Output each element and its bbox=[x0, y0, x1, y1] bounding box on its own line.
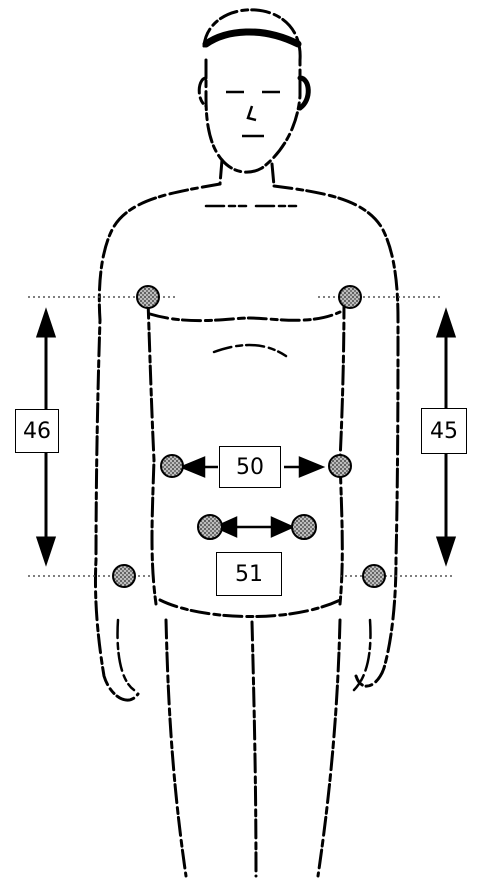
human-outline bbox=[95, 10, 398, 876]
arrow-45-head-down bbox=[438, 538, 454, 562]
chest-line bbox=[150, 312, 340, 321]
arrow-50-head-right bbox=[300, 458, 322, 476]
arrow-46-head-down bbox=[38, 538, 54, 562]
label-50: 50 bbox=[219, 446, 281, 488]
label-45: 45 bbox=[421, 408, 467, 454]
left-hand bbox=[118, 620, 134, 690]
marker-right-waist bbox=[329, 455, 351, 477]
belly-line bbox=[214, 345, 286, 356]
arrow-51-head-right bbox=[272, 518, 292, 536]
arrow-46-head-up bbox=[38, 312, 54, 336]
right-leg bbox=[318, 620, 340, 876]
marker-right-hip bbox=[292, 515, 316, 539]
face bbox=[226, 92, 280, 136]
right-inner-arm bbox=[340, 300, 344, 604]
torso-left-outline bbox=[95, 184, 220, 700]
arrow-45-head-up bbox=[438, 312, 454, 336]
hip-line bbox=[160, 600, 340, 617]
nose bbox=[248, 106, 256, 120]
marker-left-hip bbox=[198, 515, 222, 539]
marker-left-waist bbox=[161, 455, 183, 477]
arrow-50-head-left bbox=[182, 458, 204, 476]
leg-inner bbox=[252, 622, 256, 876]
marker-left-wrist bbox=[113, 565, 135, 587]
left-leg bbox=[166, 620, 186, 876]
marker-left-shoulder bbox=[137, 286, 159, 308]
label-46: 46 bbox=[15, 409, 59, 453]
torso-right-outline bbox=[274, 186, 398, 686]
marker-right-wrist bbox=[363, 565, 385, 587]
left-inner-arm bbox=[148, 300, 156, 604]
reference-lines bbox=[28, 297, 452, 576]
marker-right-shoulder bbox=[339, 286, 361, 308]
label-51: 51 bbox=[216, 552, 282, 596]
hair bbox=[206, 32, 298, 44]
